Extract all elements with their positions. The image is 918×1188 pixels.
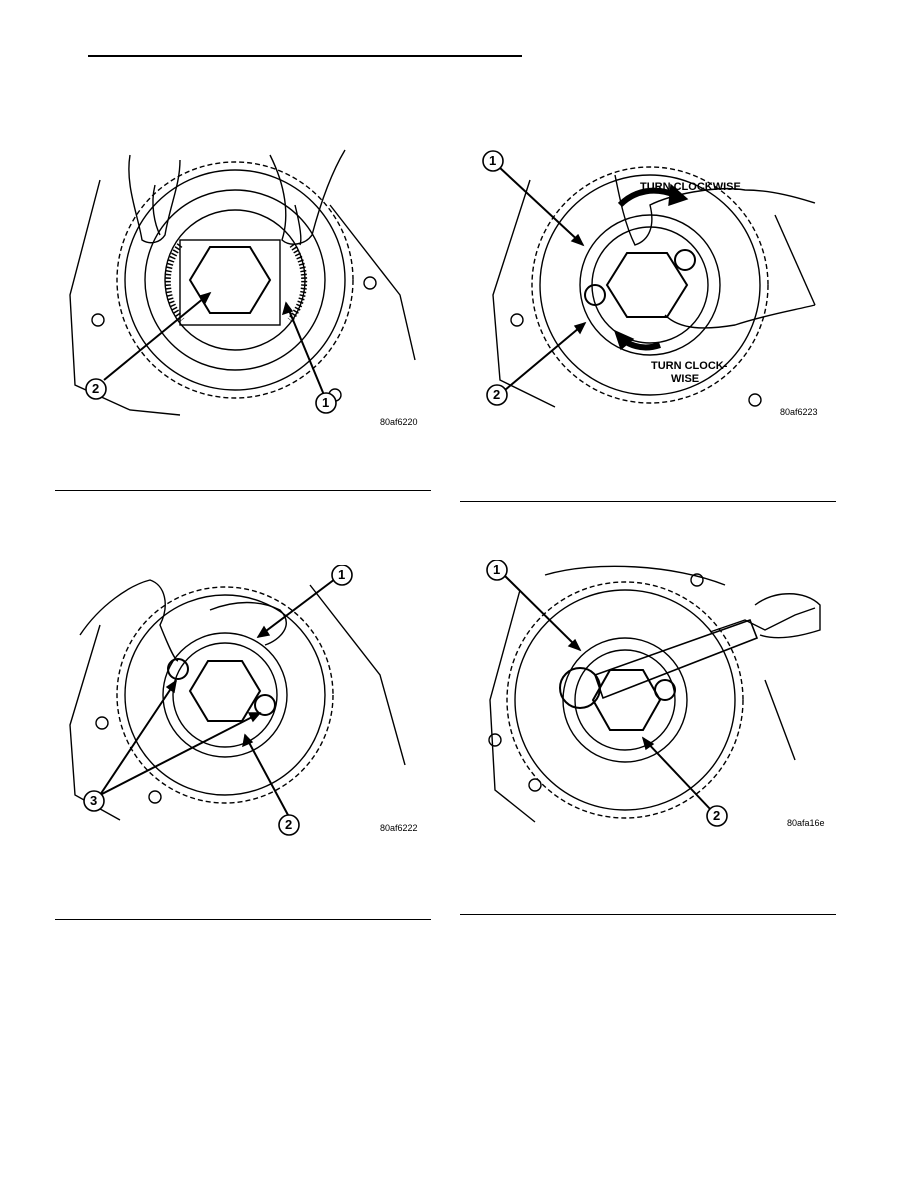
label-turn-clockwise-lower-2: WISE (671, 373, 700, 385)
header-rule (88, 55, 522, 57)
figure-divider-right-1 (460, 501, 836, 502)
figure-code: 80af6222 (380, 823, 418, 833)
figure-divider-left-2 (55, 919, 431, 920)
figure-code: 80afa16e (787, 818, 825, 828)
figure-80af6223: 1 2 TURN CLOCKWISE TURN CLOCK- WISE 80af… (475, 145, 845, 425)
figure-80af6222: 1 3 2 80af6222 (60, 565, 430, 845)
callout-1: 1 (338, 567, 346, 582)
figure-80afa16e: 1 2 80afa16e (475, 560, 845, 835)
callout-1: 1 (493, 562, 501, 577)
figure-code: 80af6223 (780, 407, 818, 417)
callout-1: 1 (489, 153, 497, 168)
callout-2: 2 (92, 381, 100, 396)
label-turn-clockwise-lower-1: TURN CLOCK- (651, 360, 728, 372)
callout-1: 1 (322, 395, 330, 410)
figure-divider-right-2 (460, 914, 836, 915)
callout-3: 3 (90, 793, 98, 808)
figure-code: 80af6220 (380, 417, 418, 427)
figure-80af6220: 2 1 80af6220 (60, 145, 430, 435)
callout-2: 2 (285, 817, 293, 832)
label-turn-clockwise-upper: TURN CLOCKWISE (640, 181, 741, 193)
callout-2: 2 (493, 387, 501, 402)
figure-divider-left-1 (55, 490, 431, 491)
callout-2: 2 (713, 808, 721, 823)
